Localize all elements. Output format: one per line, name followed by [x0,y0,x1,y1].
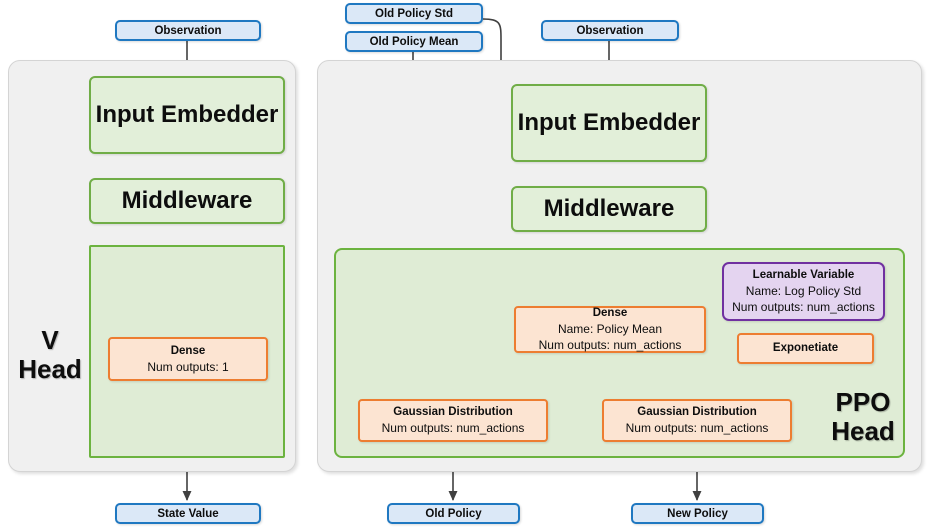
learnable-variable-name: Name: Log Policy Std [745,284,862,298]
gaussian-old-num-outputs: Num outputs: num_actions [381,421,525,435]
output-old-policy[interactable]: Old Policy [387,503,520,524]
v-head-label: V Head [12,325,88,385]
ppo-head-label-line2: Head [831,416,895,446]
ppo-dense-name: Name: Policy Mean [557,322,663,336]
gaussian-distribution-old-box[interactable]: Gaussian Distribution Num outputs: num_a… [358,399,548,442]
input-old-policy-mean-label: Old Policy Mean [369,35,459,48]
output-old-policy-label: Old Policy [425,507,482,520]
learnable-variable-title: Learnable Variable [752,269,855,281]
ppo-middleware-box[interactable]: Middleware [511,186,707,232]
ppo-dense-num-outputs: Num outputs: num_actions [538,338,682,352]
v-dense-num-outputs: Num outputs: 1 [147,359,229,374]
v-head-label-line1: V [41,324,59,355]
ppo-head-label: PPO Head [823,385,903,449]
output-new-policy[interactable]: New Policy [631,503,764,524]
v-dense-box[interactable]: Dense Num outputs: 1 [108,337,268,381]
v-middleware-label: Middleware [121,187,253,214]
input-observation-v[interactable]: Observation [115,20,261,41]
input-observation-ppo[interactable]: Observation [541,20,679,41]
v-head-label-line2: Head [18,354,82,384]
v-input-embedder-box[interactable]: Input Embedder [89,76,285,154]
v-middleware-box[interactable]: Middleware [89,178,285,224]
gaussian-old-title: Gaussian Distribution [393,406,513,418]
ppo-head-label-line1: PPO [835,386,891,417]
ppo-middleware-label: Middleware [543,195,675,222]
exponentiate-title: Exponetiate [772,342,839,354]
gaussian-new-title: Gaussian Distribution [637,406,757,418]
learnable-variable-box[interactable]: Learnable Variable Name: Log Policy Std … [722,262,885,321]
ppo-dense-policy-mean-box[interactable]: Dense Name: Policy Mean Num outputs: num… [514,306,706,353]
input-old-policy-std-label: Old Policy Std [375,7,453,20]
output-state-value[interactable]: State Value [115,503,261,524]
gaussian-distribution-new-box[interactable]: Gaussian Distribution Num outputs: num_a… [602,399,792,442]
output-state-value-label: State Value [157,507,219,520]
input-observation-ppo-label: Observation [576,24,644,37]
learnable-variable-num-outputs: Num outputs: num_actions [732,300,875,314]
v-input-embedder-label: Input Embedder [95,101,279,128]
exponentiate-box[interactable]: Exponetiate [737,333,874,364]
input-observation-v-label: Observation [154,24,222,37]
ppo-dense-title: Dense [592,307,628,319]
ppo-input-embedder-label: Input Embedder [517,109,701,136]
input-old-policy-std[interactable]: Old Policy Std [345,3,483,24]
input-old-policy-mean[interactable]: Old Policy Mean [345,31,483,52]
gaussian-new-num-outputs: Num outputs: num_actions [625,421,769,435]
ppo-input-embedder-box[interactable]: Input Embedder [511,84,707,162]
output-new-policy-label: New Policy [667,507,728,520]
v-dense-title: Dense [170,344,206,357]
